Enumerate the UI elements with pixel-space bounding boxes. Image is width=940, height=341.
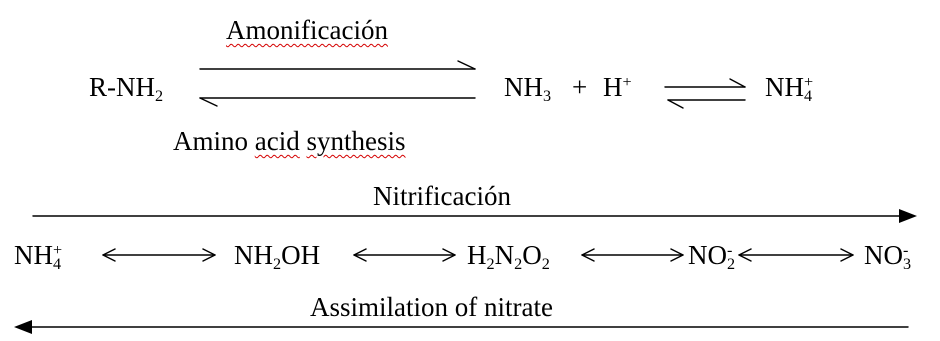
ammonium-equilibrium-arrow <box>664 78 746 109</box>
assimilation-arrowhead <box>14 320 32 334</box>
ammonium-ion: NH4+ <box>765 72 814 106</box>
ammonification-forward-arrow <box>199 60 476 70</box>
hydrogen-ion: H+ <box>603 72 632 102</box>
nitrification-arrowhead <box>899 209 917 223</box>
double-arrow-3 <box>581 248 684 262</box>
label-word-acid: acid <box>254 126 300 156</box>
amino-acid-synthesis-label: Amino acid synthesis <box>173 128 406 155</box>
species-no2: NO2- <box>688 240 736 274</box>
species-no3: NO3- <box>864 240 912 274</box>
double-arrow-4 <box>738 248 854 262</box>
assimilation-label: Assimilation of nitrate <box>310 292 553 322</box>
label-word-synthesis: synthesis <box>306 126 406 156</box>
species-nh4: NH4+ <box>14 240 63 274</box>
nitrification-label: Nitrificación <box>373 181 511 211</box>
species-nh2oh: NH2OH <box>234 240 321 274</box>
reactant-r-nh2: R-NH2 <box>89 72 164 106</box>
synthesis-reverse-arrow <box>199 97 476 107</box>
plus-sign: + <box>572 72 588 102</box>
label-word-amino: Amino <box>173 126 249 156</box>
double-arrow-1 <box>102 248 216 262</box>
product-nh3: NH3 <box>504 72 552 106</box>
species-h2n2o2: H2N2O2 <box>467 240 550 274</box>
double-arrow-2 <box>353 248 456 262</box>
ammonification-label: Amonificación <box>226 15 388 45</box>
